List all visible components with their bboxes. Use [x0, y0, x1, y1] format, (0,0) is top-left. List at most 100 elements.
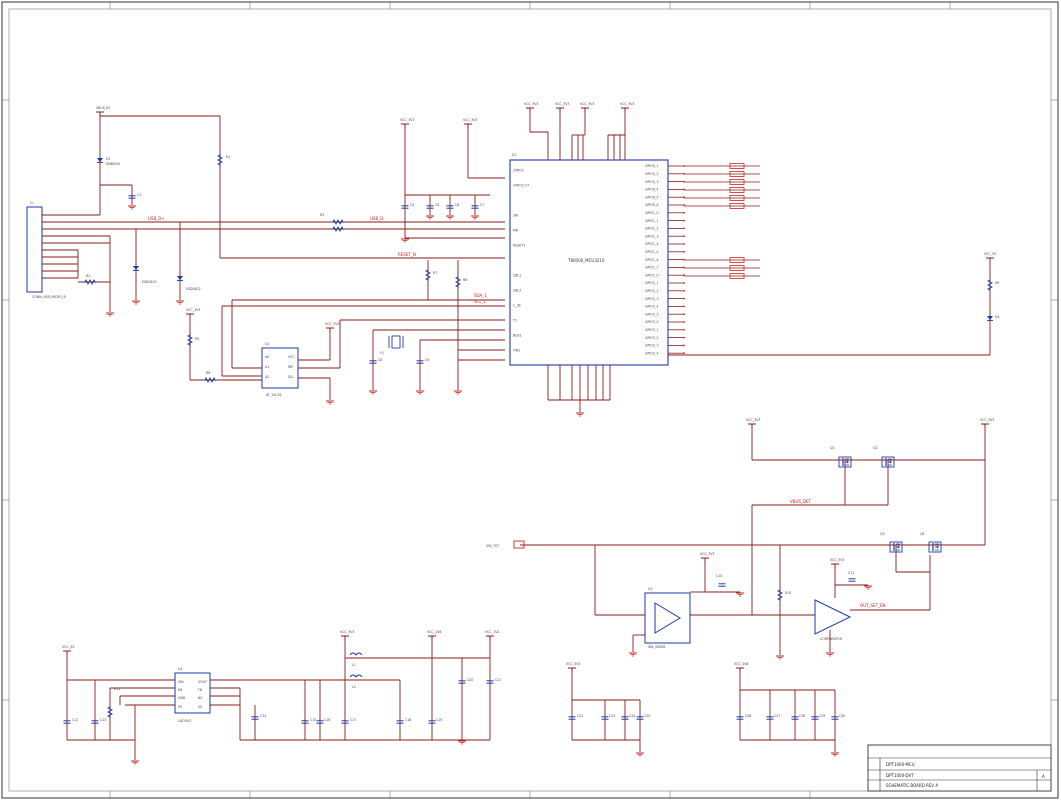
- ic-pin-left-label: TIN1: [512, 349, 520, 353]
- gpio-pin-dot: [683, 266, 685, 269]
- svg-text:C26: C26: [745, 714, 751, 718]
- power-label-6: VCC_3V3: [620, 102, 634, 106]
- ic-pin-right-label: GPIO2_4: [645, 305, 659, 309]
- svg-text:SCL: SCL: [288, 375, 294, 379]
- net-label-vbus-det: VBUS_DET: [790, 499, 812, 504]
- connector-part: CONN_USB_MICRO_B: [32, 295, 66, 299]
- svg-text:R5: R5: [195, 337, 199, 341]
- svg-text:VCC_1V8: VCC_1V8: [734, 662, 748, 666]
- decoupling-top: VCC_3V3 VCC_3V3 C4 C5 C6 C7: [400, 118, 505, 243]
- main-ic-right-pins: GPIO0_1GPIO0_2GPIO0_3GPIO0_4GPIO0_5GPIO0…: [645, 164, 684, 355]
- gpio-pin-dot: [683, 188, 685, 191]
- svg-text:Q3: Q3: [880, 532, 885, 536]
- svg-text:C13: C13: [100, 718, 106, 722]
- svg-text:COMPARATOR: COMPARATOR: [820, 637, 843, 641]
- gpio-pin-dot: [683, 328, 685, 331]
- svg-text:C12: C12: [72, 718, 78, 722]
- svg-text:J1: J1: [29, 201, 33, 205]
- svg-text:C11: C11: [848, 571, 854, 575]
- power-label-4: VCC_3V3: [555, 102, 569, 106]
- main-ic-part: T80000_MCU3210: [567, 258, 605, 263]
- svg-text:C19: C19: [436, 718, 442, 722]
- power-switch-section: VCC_3V3 VCC_3V3 Q1 Q2 Q3 Q4 VBUS_DET OUT…: [486, 418, 994, 660]
- gpio-pin-dot: [683, 196, 685, 199]
- svg-text:C15: C15: [310, 718, 316, 722]
- svg-text:C18: C18: [405, 718, 411, 722]
- net-label-sda: SDA_1: [474, 293, 487, 298]
- ic-pin-right-label: GPIO2_0: [645, 273, 659, 277]
- ic-pin-right-label: GPIO2_5: [645, 312, 659, 316]
- svg-text:A2: A2: [265, 375, 269, 379]
- gpio-led-banks: [683, 163, 760, 355]
- svg-text:Q2: Q2: [873, 446, 878, 450]
- svg-text:A1: A1: [265, 365, 269, 369]
- power-label-13: VCC_3V3: [830, 558, 844, 562]
- power-label-3: VCC_3V3: [524, 102, 538, 106]
- title-block-company: SCHEMATIC BOARD REV A: [886, 783, 938, 788]
- ic-pin-right-label: GPIO1_6: [645, 258, 659, 262]
- ic-pin-right-label: GPIO1_3: [645, 234, 659, 238]
- main-ic-ref: U1: [512, 153, 516, 157]
- ic-pin-right-label: GPIO0_4: [645, 188, 659, 192]
- title-block-rev: A: [1042, 774, 1045, 779]
- ic-pin-right-label: GPIO3_4: [645, 351, 659, 355]
- svg-text:Q1: Q1: [830, 446, 835, 450]
- gpio-pin-dot: [683, 289, 685, 292]
- gpio-resistor: [729, 179, 745, 185]
- svg-text:VCC_1V8: VCC_1V8: [427, 630, 441, 634]
- svg-text:L2: L2: [352, 685, 356, 689]
- svg-text:C16: C16: [324, 718, 330, 722]
- ic-pin-left-label: CPRO2 CT: [513, 184, 529, 188]
- ic-pin-left-label: CBL1: [513, 274, 521, 278]
- status-led-branch: VCC_5V R9 D4: [668, 252, 999, 356]
- svg-text:C9: C9: [425, 358, 429, 362]
- svg-text:NC: NC: [198, 696, 203, 700]
- svg-text:VCC_1V2: VCC_1V2: [485, 630, 499, 634]
- ic-pin-right-label: GPIO0_2: [645, 172, 659, 176]
- svg-text:C20: C20: [467, 678, 473, 682]
- ic-pin-right-label: GPIO0_3: [645, 180, 659, 184]
- gpio-resistor: [729, 265, 745, 271]
- eeprom-part: AT_24C02: [266, 393, 282, 397]
- decoupling-group-2: VCC_1V8 C26 C27 C28 C29 C30: [734, 662, 845, 757]
- ic-pin-right-label: GPIO1_1: [645, 219, 659, 223]
- gpio-resistor: [729, 171, 745, 177]
- net-label-scl: SCL_1: [474, 299, 487, 304]
- svg-text:R9: R9: [995, 281, 999, 285]
- ic-pin-right-label: GPIO3_3: [645, 344, 659, 348]
- svg-text:VCC: VCC: [288, 355, 295, 359]
- svg-text:SMBJ5V0: SMBJ5V0: [106, 162, 120, 166]
- svg-text:C22: C22: [577, 714, 583, 718]
- net-label-vin: VIN_TST: [486, 544, 499, 548]
- gpio-pin-dot: [683, 282, 685, 284]
- ic-pin-left-label: SW: [513, 214, 519, 218]
- ic-pin-left-label: CBL2: [513, 289, 521, 293]
- gpio-pin-dot: [683, 344, 685, 347]
- ic-pin-right-label: GPIO3_1: [645, 328, 659, 332]
- power-label-15: VCC_3V3: [340, 630, 354, 634]
- gpio-pin-dot: [683, 227, 685, 230]
- ldo-ref: U4: [178, 667, 182, 671]
- power-label-9: VCC_3V3: [325, 322, 339, 326]
- svg-text:U3: U3: [648, 587, 652, 591]
- ic-pin-right-label: GPIO1_0: [645, 211, 659, 215]
- gpio-pin-dot: [683, 336, 685, 339]
- svg-text:Y1: Y1: [380, 351, 384, 355]
- svg-text:C21: C21: [495, 678, 501, 682]
- svg-text:C30: C30: [839, 714, 845, 718]
- gpio-pin-dot: [683, 274, 685, 277]
- gpio-pin-dot: [683, 211, 685, 214]
- svg-text:D4: D4: [995, 315, 999, 319]
- gpio-pin-dot: [683, 172, 685, 175]
- usb-connector: J1 CONN_USB_MICRO_B VBUS_IN: [26, 106, 505, 317]
- svg-text:FB: FB: [198, 688, 202, 692]
- gpio-pin-dot: [683, 165, 685, 167]
- svg-text:R10: R10: [785, 591, 791, 595]
- ic-pin-left-label: RESET1: [513, 244, 525, 248]
- ic-pin-right-label: GPIO1_4: [645, 242, 659, 246]
- svg-text:C25: C25: [644, 714, 650, 718]
- power-label-2: VCC_3V3: [463, 118, 477, 122]
- ic-pin-left-label: BUS1: [513, 334, 522, 338]
- title-block-sheet: DPT1000-DVT: [886, 773, 914, 778]
